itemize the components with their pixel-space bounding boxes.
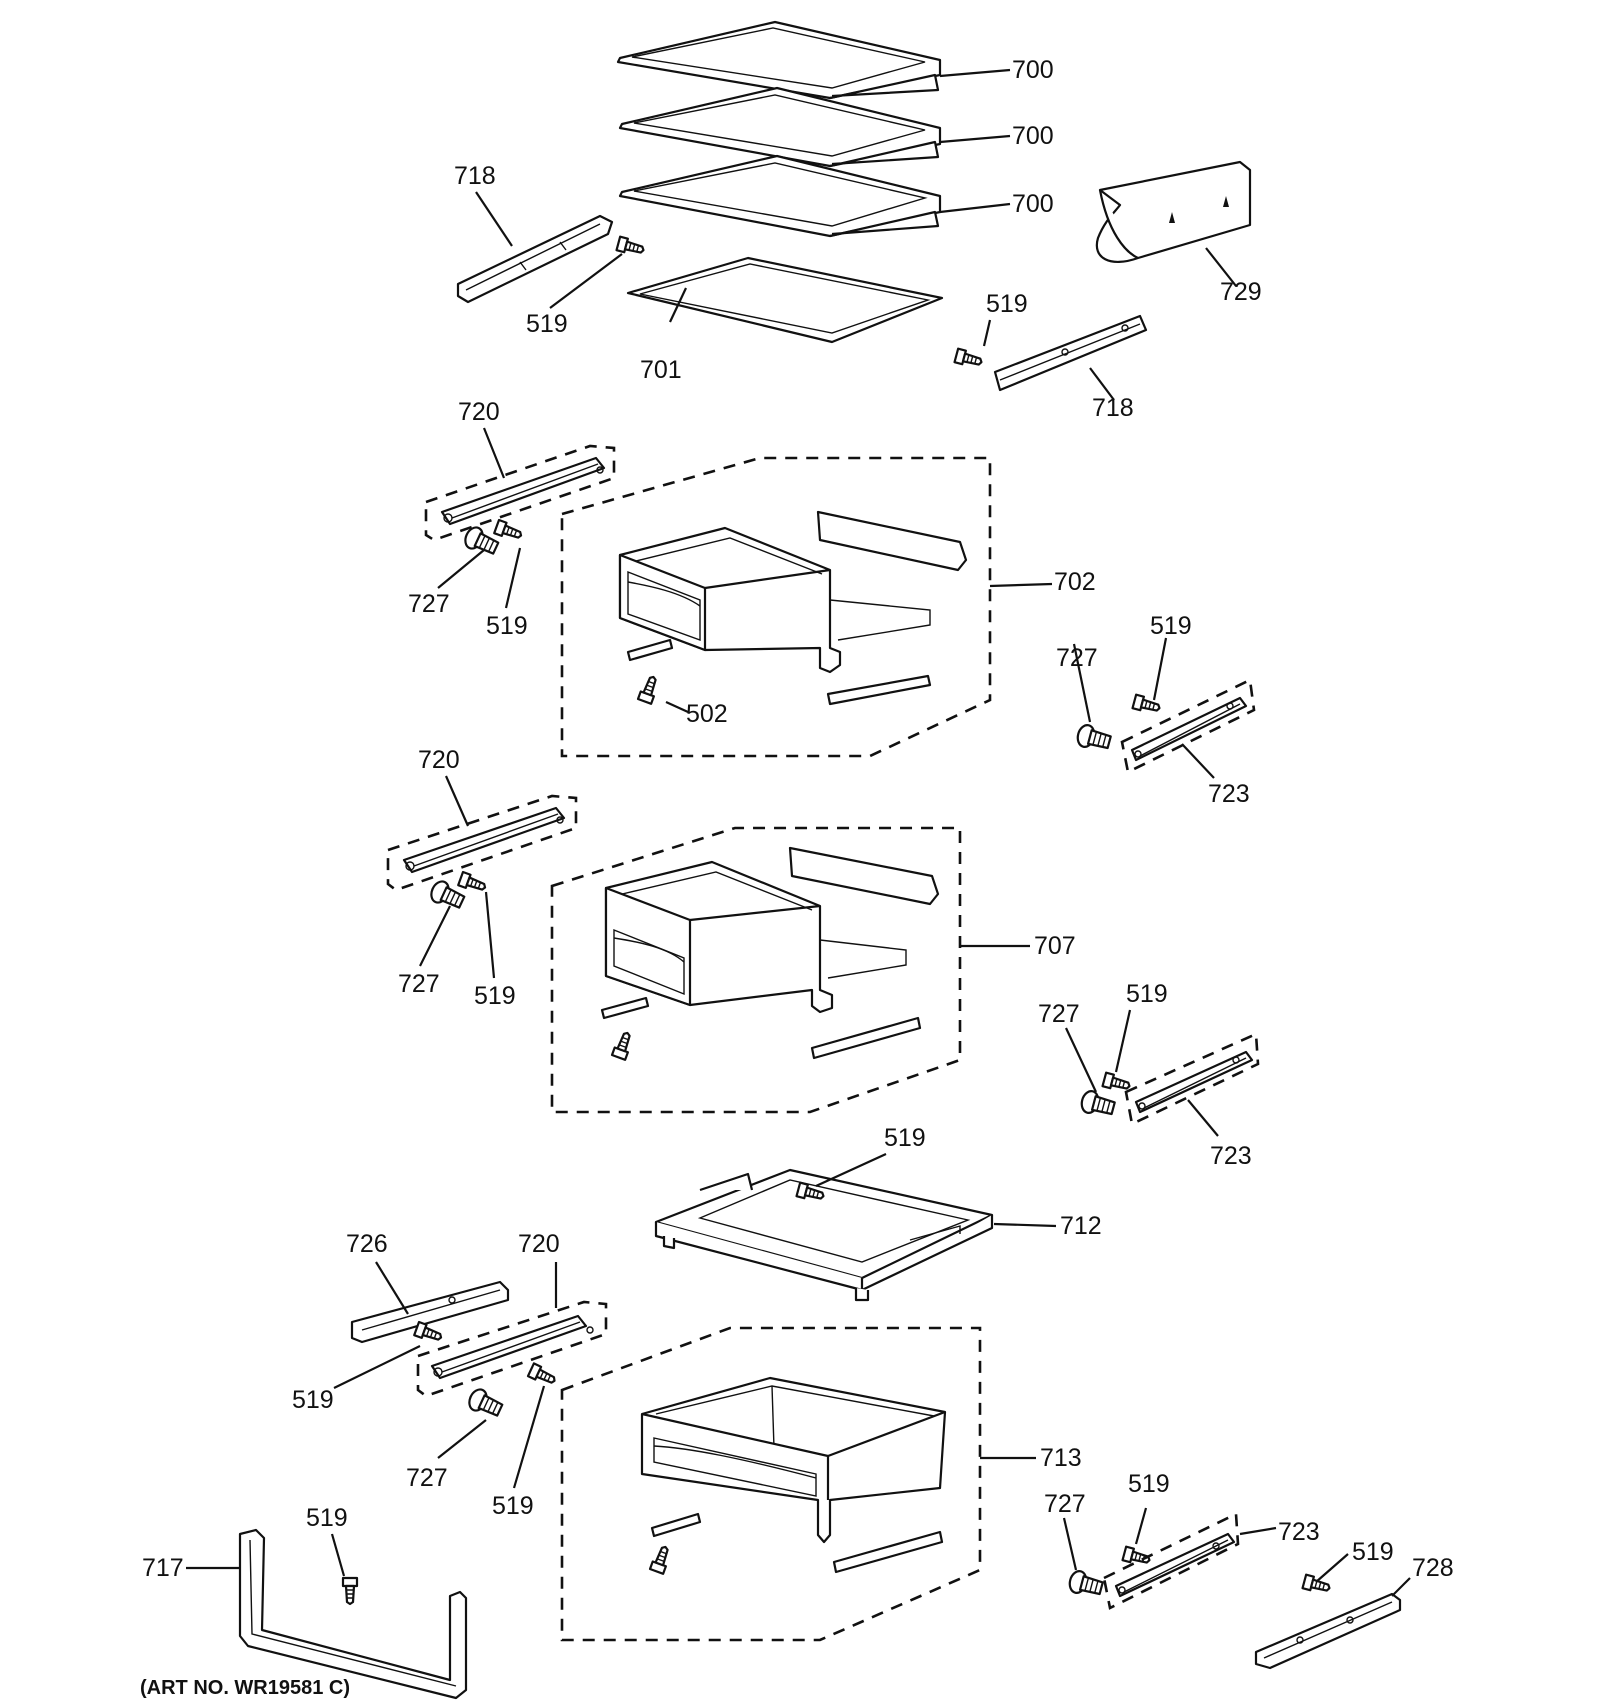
shelf-700-middle (618, 86, 942, 168)
screw-519-726 (413, 1320, 445, 1346)
screw-713-bottom (648, 1543, 674, 1575)
top-right-screw (953, 347, 985, 371)
drawer-713-outline (560, 1326, 982, 1642)
callout-720-a: 720 (458, 398, 500, 426)
callout-727-right-b: 727 (1038, 1000, 1080, 1028)
callout-727-left-a: 727 (408, 590, 450, 618)
callout-720-b: 720 (418, 746, 460, 774)
screw-519-717 (341, 1576, 359, 1606)
slide-left-720-c (416, 1300, 608, 1398)
roller-727-right-c (1066, 1568, 1106, 1600)
drawer-713 (640, 1376, 947, 1574)
top-right-rail-718 (993, 314, 1148, 392)
callout-519-left-b: 519 (474, 982, 516, 1010)
bin-cover-729 (1095, 160, 1252, 263)
screw-519-728 (1301, 1573, 1333, 1597)
callout-729: 729 (1220, 278, 1262, 306)
callout-720-c: 720 (518, 1230, 560, 1258)
callout-717: 717 (142, 1554, 184, 1582)
callout-726: 726 (346, 1230, 388, 1258)
top-left-rail-718 (456, 214, 614, 304)
callout-502: 502 (686, 700, 728, 728)
callout-519-717: 519 (306, 1504, 348, 1532)
callout-707: 707 (1034, 932, 1076, 960)
slide-right-723-c (1102, 1511, 1240, 1610)
callout-723-a: 723 (1208, 780, 1250, 808)
callout-713: 713 (1040, 1444, 1082, 1472)
callout-712: 712 (1060, 1212, 1102, 1240)
screw-519-left-c (526, 1362, 559, 1389)
slide-left-720-b (386, 794, 578, 892)
callout-727-right-a: 727 (1056, 644, 1098, 672)
cover-shelf-712 (654, 1168, 994, 1302)
callout-519-left-a: 519 (486, 612, 528, 640)
callout-728: 728 (1412, 1554, 1454, 1582)
rail-726 (350, 1280, 510, 1344)
drawer-702 (618, 510, 968, 706)
roller-727-left-c (465, 1385, 506, 1422)
rail-728 (1254, 1592, 1402, 1670)
screw-519-right-b (1101, 1071, 1133, 1095)
slide-right-723-a (1120, 678, 1256, 774)
drawer-707 (600, 846, 940, 1060)
screw-519-left-a (493, 518, 525, 544)
callout-519-728: 519 (1352, 1538, 1394, 1566)
glass-shelf-701 (626, 256, 944, 344)
callout-723-c: 723 (1278, 1518, 1320, 1546)
callout-519-top-left: 519 (526, 310, 568, 338)
screw-519-left-b (457, 870, 489, 896)
art-number: (ART NO. WR19581 C) (140, 1677, 350, 1699)
drawer-702-outline (560, 456, 992, 758)
shelf-700-lower (618, 154, 942, 238)
callout-723-b: 723 (1210, 1142, 1252, 1170)
frame-717 (238, 1528, 468, 1700)
callout-519-cover-shelf: 519 (884, 1124, 926, 1152)
callout-701: 701 (640, 356, 682, 384)
roller-727-right-b (1078, 1088, 1118, 1120)
slide-right-723-b (1124, 1032, 1260, 1126)
shelf-700-top (616, 20, 942, 100)
callout-718-right: 718 (1092, 394, 1134, 422)
slide-left-720-a (424, 444, 616, 542)
leader-lines (186, 68, 1411, 1597)
callout-727-left-c: 727 (406, 1464, 448, 1492)
callout-727-right-c: 727 (1044, 1490, 1086, 1518)
callout-727-left-b: 727 (398, 970, 440, 998)
screw-502 (636, 673, 662, 705)
roller-727-right-a (1074, 722, 1114, 754)
screw-519-right-a (1131, 693, 1163, 717)
callout-700-lower: 700 (1012, 190, 1054, 218)
callout-519-left-c: 519 (492, 1492, 534, 1520)
callout-519-right-c: 519 (1128, 1470, 1170, 1498)
screw-707-bottom (610, 1029, 636, 1061)
drawer-707-outline (550, 826, 962, 1114)
callout-700-top: 700 (1012, 56, 1054, 84)
callout-700-middle: 700 (1012, 122, 1054, 150)
callout-519-right-b: 519 (1126, 980, 1168, 1008)
callout-702: 702 (1054, 568, 1096, 596)
callout-519-right-a: 519 (1150, 612, 1192, 640)
callout-519-top-right: 519 (986, 290, 1028, 318)
callout-519-726: 519 (292, 1386, 334, 1414)
callout-718-left: 718 (454, 162, 496, 190)
